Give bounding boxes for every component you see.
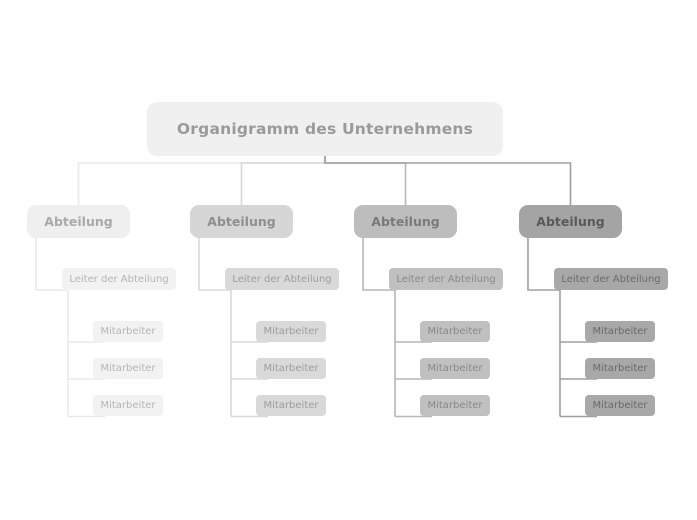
- employee-label: Mitarbeiter: [263, 326, 319, 337]
- department-box: Abteilung: [519, 205, 622, 238]
- leader-label: Leiter der Abteilung: [561, 273, 661, 285]
- employee-box: Mitarbeiter: [93, 358, 163, 379]
- employee-box: Mitarbeiter: [585, 321, 655, 342]
- employee-label: Mitarbeiter: [427, 400, 483, 411]
- employee-box: Mitarbeiter: [420, 395, 490, 416]
- department-box: Abteilung: [27, 205, 130, 238]
- chart-title-box: Organigramm des Unternehmens: [147, 102, 503, 156]
- chart-title: Organigramm des Unternehmens: [176, 120, 474, 138]
- employee-box: Mitarbeiter: [93, 321, 163, 342]
- employee-label: Mitarbeiter: [592, 400, 648, 411]
- leader-box: Leiter der Abteilung: [389, 268, 503, 290]
- leader-label: Leiter der Abteilung: [396, 273, 496, 285]
- trunk-connector: [324, 155, 407, 205]
- employee-box: Mitarbeiter: [93, 395, 163, 416]
- department-label: Abteilung: [207, 214, 276, 229]
- leader-box: Leiter der Abteilung: [225, 268, 339, 290]
- employee-box: Mitarbeiter: [420, 358, 490, 379]
- leader-box: Leiter der Abteilung: [62, 268, 176, 290]
- branch-tree-connector: [35, 238, 69, 417]
- employee-label: Mitarbeiter: [100, 326, 156, 337]
- employee-label: Mitarbeiter: [263, 400, 319, 411]
- department-box: Abteilung: [354, 205, 457, 238]
- trunk-connector: [240, 155, 326, 205]
- department-box: Abteilung: [190, 205, 293, 238]
- branch-tree-connector: [198, 238, 232, 417]
- department-label: Abteilung: [371, 214, 440, 229]
- employee-label: Mitarbeiter: [427, 326, 483, 337]
- branch-tree-connector: [527, 238, 561, 417]
- employee-label: Mitarbeiter: [263, 363, 319, 374]
- employee-label: Mitarbeiter: [427, 363, 483, 374]
- employee-box: Mitarbeiter: [585, 395, 655, 416]
- department-label: Abteilung: [44, 214, 113, 229]
- leader-label: Leiter der Abteilung: [69, 273, 169, 285]
- branch-tree-connector: [362, 238, 396, 417]
- employee-box: Mitarbeiter: [256, 321, 326, 342]
- trunk-connector: [324, 155, 572, 205]
- employee-label: Mitarbeiter: [592, 326, 648, 337]
- department-label: Abteilung: [536, 214, 605, 229]
- employee-label: Mitarbeiter: [100, 400, 156, 411]
- employee-label: Mitarbeiter: [100, 363, 156, 374]
- leader-box: Leiter der Abteilung: [554, 268, 668, 290]
- employee-box: Mitarbeiter: [256, 358, 326, 379]
- employee-label: Mitarbeiter: [592, 363, 648, 374]
- leader-label: Leiter der Abteilung: [232, 273, 332, 285]
- trunk-connector: [77, 155, 326, 205]
- employee-box: Mitarbeiter: [256, 395, 326, 416]
- employee-box: Mitarbeiter: [420, 321, 490, 342]
- employee-box: Mitarbeiter: [585, 358, 655, 379]
